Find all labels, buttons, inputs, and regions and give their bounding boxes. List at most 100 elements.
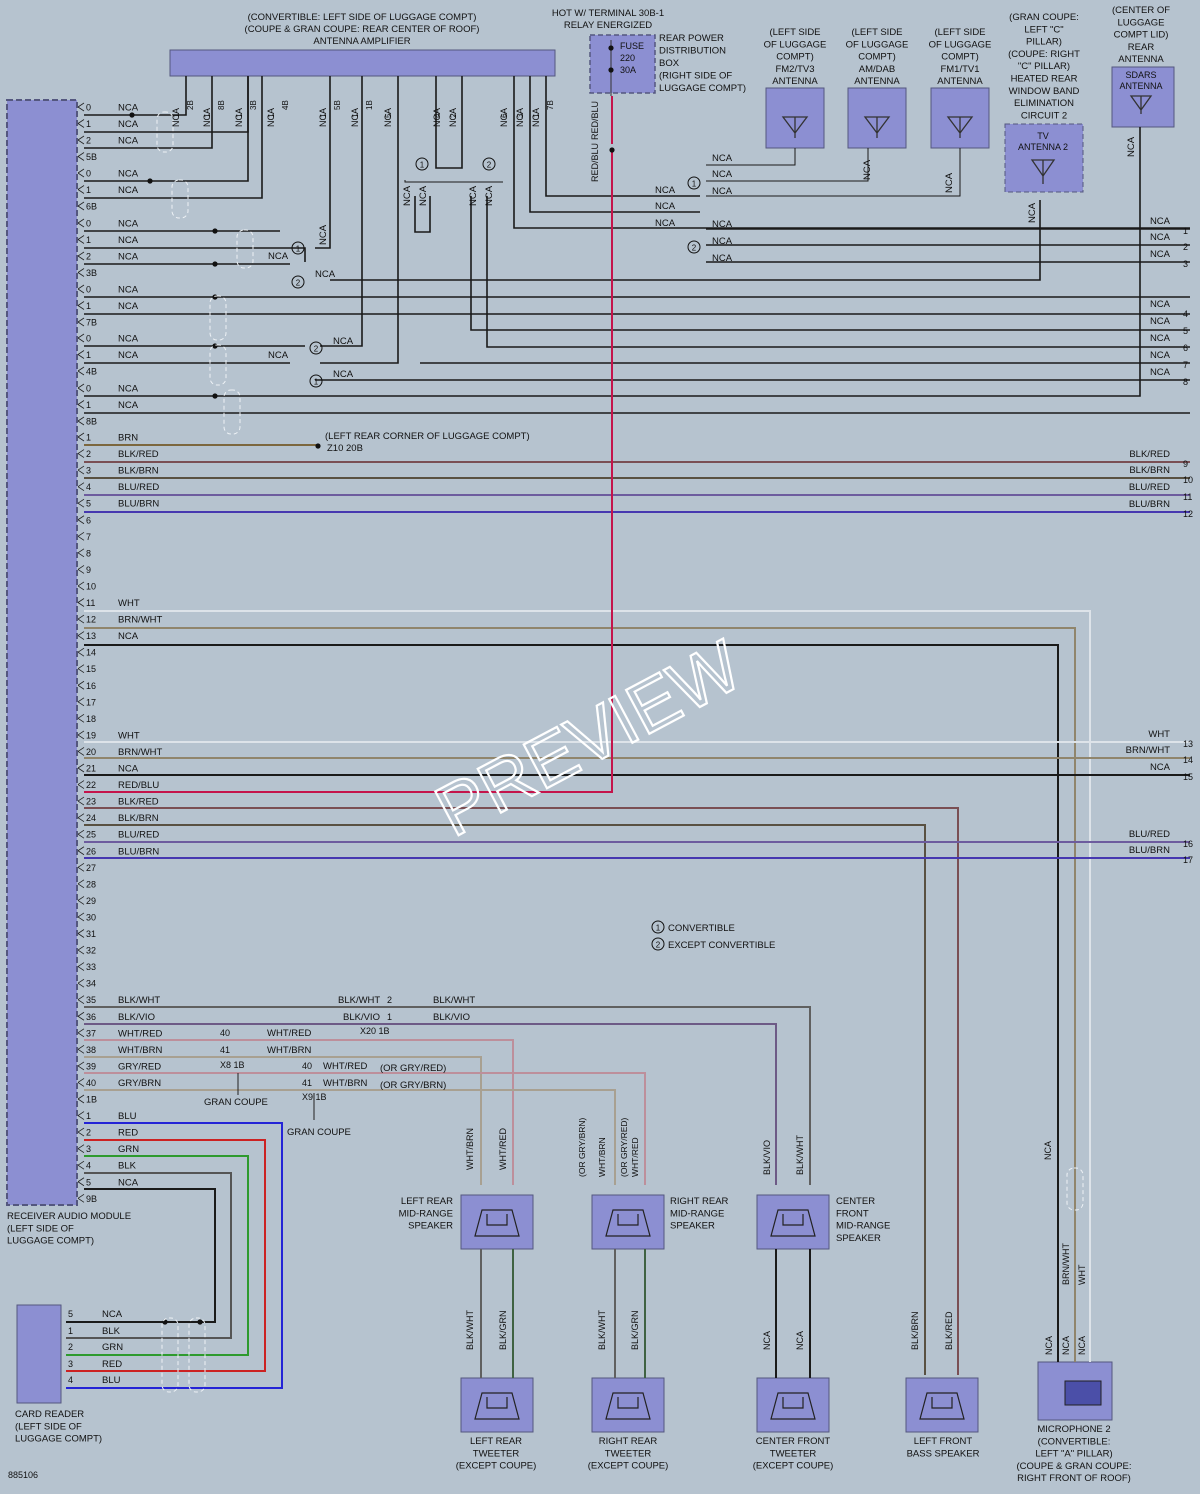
pin-tick xyxy=(77,879,85,885)
legend-except-convertible: EXCEPT CONVERTIBLE xyxy=(668,940,775,951)
label: BLK/WHT xyxy=(597,1309,607,1350)
blk-wht-wire-35 xyxy=(84,1006,811,1185)
label: WHT/RED xyxy=(323,1061,367,1072)
shield xyxy=(209,344,227,386)
label: 1 xyxy=(387,1012,392,1022)
ram-wire-label: RED xyxy=(118,1128,138,1139)
label: (OR GRY/BRN) xyxy=(577,1117,587,1177)
pin-tick xyxy=(77,896,85,901)
antenna-amplifier-box xyxy=(169,49,556,77)
pin-tick xyxy=(77,796,85,802)
pin-tick xyxy=(77,156,85,161)
left-rear-tweeter-label: LEFT REAR xyxy=(470,1436,522,1447)
wire xyxy=(84,247,306,262)
option-marker-label: 1 xyxy=(296,245,301,254)
pin-tick xyxy=(77,933,85,938)
left-front-bass-speaker-label: BASS SPEAKER xyxy=(907,1448,980,1459)
card-reader-wire-label: GRN xyxy=(102,1342,123,1353)
ram-wire-label: NCA xyxy=(118,185,139,196)
pin-tick xyxy=(77,912,85,918)
wire xyxy=(315,76,331,249)
card-reader-wire-label: RED xyxy=(102,1359,122,1370)
wire xyxy=(320,76,363,347)
pin-tick xyxy=(77,618,85,624)
pin-tick xyxy=(77,598,85,603)
splice-dot xyxy=(212,261,218,267)
pin-tick xyxy=(77,301,85,306)
label: BLK/GRN xyxy=(630,1310,640,1350)
fuse-label: 30A xyxy=(620,65,636,75)
pin-tick xyxy=(77,718,85,723)
shield xyxy=(156,111,174,153)
splice-dot xyxy=(212,393,218,399)
sdars-antenna-label: ANTENNA xyxy=(1119,81,1162,91)
ram-pin-number: 30 xyxy=(86,912,96,922)
ground-location-label: (LEFT REAR CORNER OF LUGGAGE COMPT) xyxy=(325,431,530,442)
ram-wire-label: NCA xyxy=(118,119,139,130)
label: WHT xyxy=(1077,1264,1087,1285)
center-front-mid-range-label: CENTER xyxy=(836,1196,875,1207)
amp-wire-label: NCA xyxy=(234,108,244,127)
pin-tick xyxy=(77,962,85,967)
ram-pin-number: 4 xyxy=(86,1161,91,1171)
label: BLK/GRN xyxy=(498,1310,508,1350)
label: NCA xyxy=(1027,202,1038,223)
label: BLK/WHT xyxy=(433,995,475,1006)
ram-pin-number: 36 xyxy=(86,1012,96,1022)
right-edge-circuit-number: 15 xyxy=(1183,772,1193,782)
pin-tick xyxy=(77,201,85,207)
wire xyxy=(404,180,503,183)
right-edge-circuit-number: 1 xyxy=(1183,226,1188,236)
left-front-bass-speaker-label: LEFT FRONT xyxy=(914,1436,973,1447)
pin-tick xyxy=(77,697,85,703)
label: BLK/BRN xyxy=(910,1311,920,1350)
sdars-antenna-location: REAR xyxy=(1128,42,1155,53)
pin-tick xyxy=(77,1015,85,1021)
sdars-antenna-location: LUGGAGE xyxy=(1118,17,1165,28)
label: NCA xyxy=(712,219,733,230)
ram-wire-label: BLK xyxy=(118,1161,137,1172)
right-edge-wire-label: NCA xyxy=(1150,216,1171,227)
pin-tick xyxy=(77,531,85,537)
ram-wire-label: GRY/RED xyxy=(118,1061,161,1072)
ram-wire-label: NCA xyxy=(118,169,139,180)
ram-pin-number: 9 xyxy=(86,565,91,575)
wire xyxy=(470,196,1190,331)
pin-tick xyxy=(77,453,85,458)
pin-tick xyxy=(77,999,85,1005)
label: WHT/BRN xyxy=(267,1045,311,1056)
gran-coupe-note: GRAN COUPE xyxy=(204,1097,268,1108)
option-marker xyxy=(687,240,701,254)
fuse-label: 220 xyxy=(620,53,635,63)
tv-antenna-2-location: PILLAR) xyxy=(1026,37,1062,48)
pin-tick xyxy=(77,387,85,393)
ram-pin-number: 1 xyxy=(86,185,91,195)
microphone-2-label: RIGHT FRONT OF ROOF) xyxy=(1017,1473,1131,1484)
rear-power-distribution-box-label: REAR POWER xyxy=(659,33,724,44)
label: BLK/WHT xyxy=(795,1134,805,1175)
center-front-tweeter-icon xyxy=(770,1392,816,1420)
label: (OR GRY/RED) xyxy=(380,1063,446,1074)
ram-wire-label: BLU/RED xyxy=(118,482,159,493)
ram-pin-number: 2 xyxy=(86,449,91,459)
pin-tick xyxy=(77,929,85,934)
right-rear-mid-range-speaker-icon xyxy=(605,1209,651,1237)
option-marker-label: 2 xyxy=(314,345,319,354)
fm2-tv3-antenna-label: OF LUGGAGE xyxy=(764,39,827,50)
ram-pin-number: 13 xyxy=(86,631,96,641)
right-edge-wire-label: BLK/BRN xyxy=(1129,465,1170,476)
splice-dot xyxy=(212,343,218,349)
label: NCA xyxy=(418,185,429,206)
label: NCA xyxy=(315,269,336,280)
amp-wire-label: NCA xyxy=(350,108,360,127)
label: NCA xyxy=(862,159,873,180)
pin-tick xyxy=(77,945,85,951)
right-rear-tweeter-icon xyxy=(605,1392,651,1420)
ram-pin-number: 22 xyxy=(86,780,96,790)
label: BLK/WHT xyxy=(465,1309,475,1350)
wire xyxy=(706,148,796,166)
ram-wire-label: NCA xyxy=(118,400,139,411)
microphone-2-label: MICROPHONE 2 xyxy=(1037,1424,1110,1435)
microphone-2 xyxy=(1037,1361,1113,1421)
